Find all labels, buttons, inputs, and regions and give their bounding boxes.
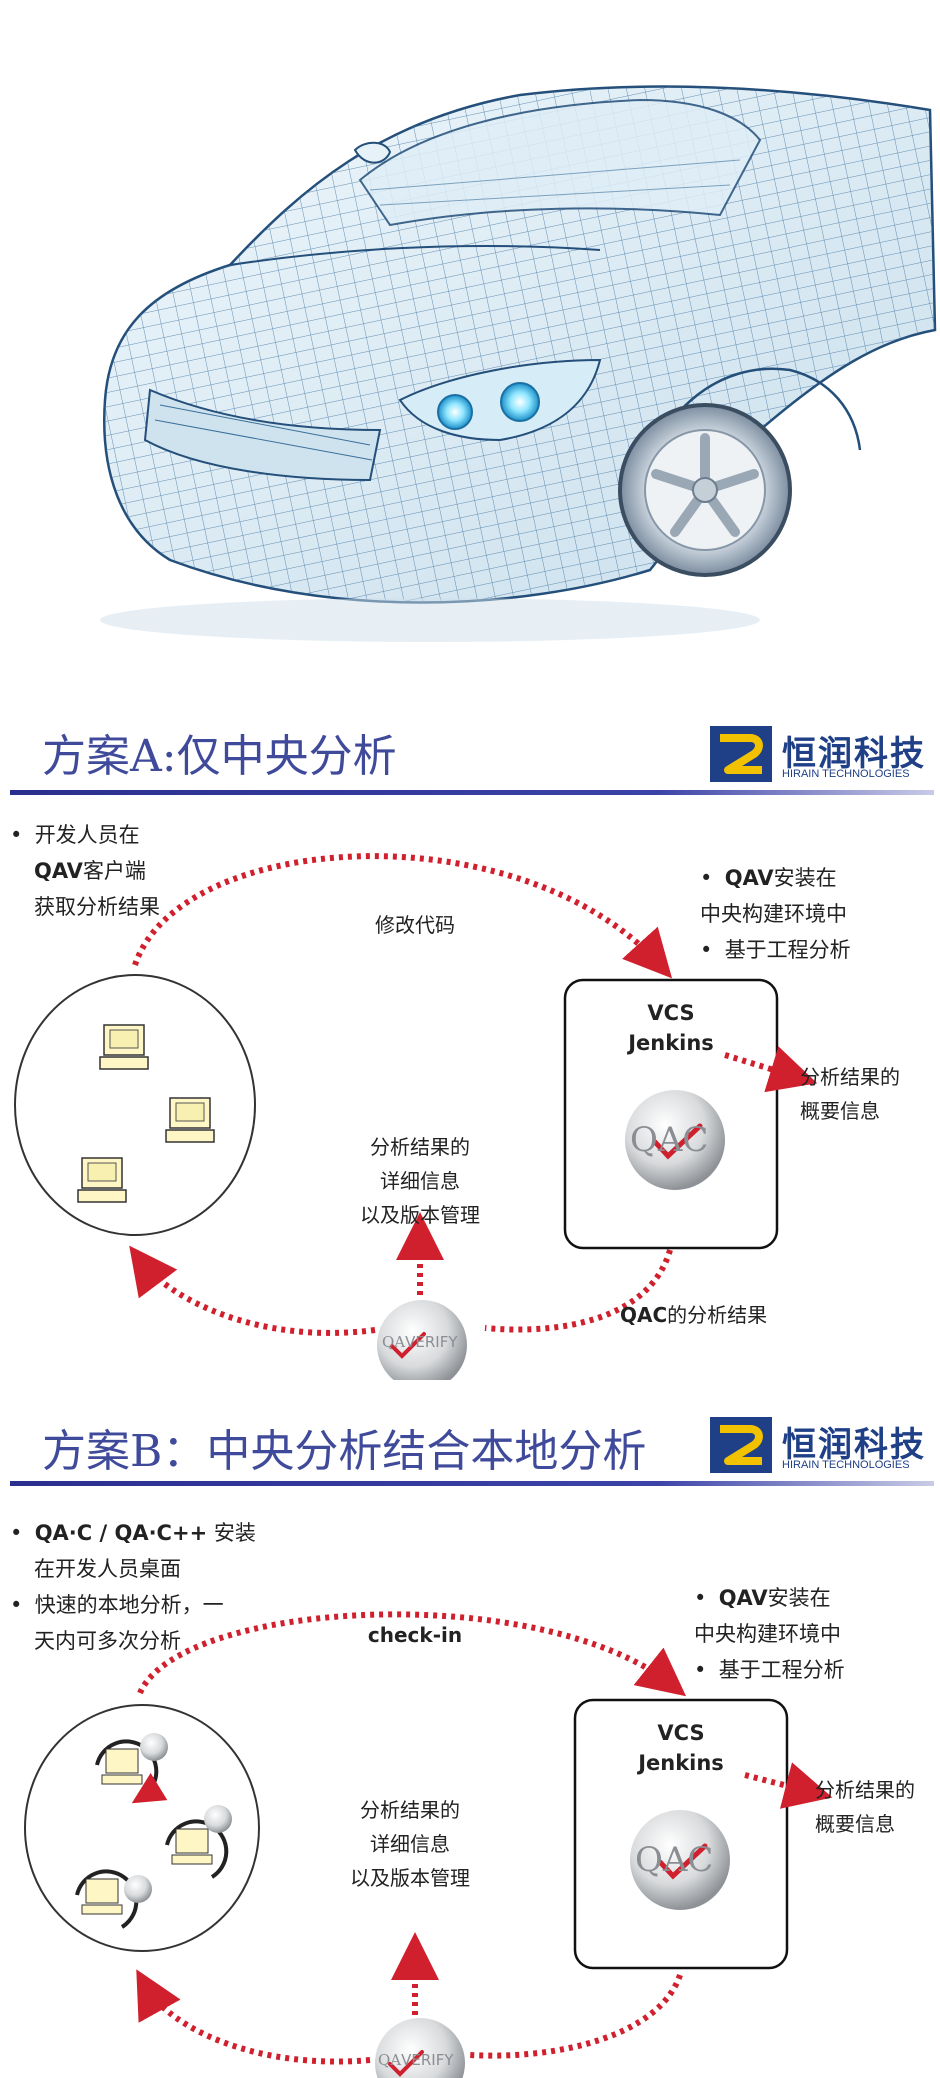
verify-word: VERIFY [401,2051,454,2069]
title-rule [10,1481,934,1486]
slide-a: 方案A:仅中央分析 恒润科技 HIRAIN TECHNOLOGIES • 开发人… [0,680,940,1380]
bullet-bold: QAV [34,859,83,883]
jenkins-label: Jenkins [638,1751,724,1775]
qac-logo-text: QAC [635,1840,714,1880]
qac-result-rest: 的分析结果 [667,1303,768,1327]
bullet-line: 基于工程分析 [718,1658,845,1682]
bullet-bold: QAV [724,866,774,890]
verify-logo-ball [377,1300,467,1380]
summary-label: 分析结果的 概要信息 [800,1060,900,1128]
slide-b-diagram [24,1611,833,2078]
verify-logo-text: QAVERIFY [378,2051,454,2069]
summary-line: 分析结果的 [800,1065,900,1089]
bullet-bold: QAV [718,1586,768,1610]
developer-group-circle [14,974,256,1236]
detail-to-developer-arrow [136,1969,371,2065]
detail-line: 以及版本管理 [360,1203,480,1227]
logo-chinese-name: 恒润科技 [782,734,926,774]
local-analysis-unit [75,1869,152,1929]
left-bullet: • 开发人员在 QAV客户端 获取分析结果 [10,817,160,925]
vcs-label: VCS [657,1721,705,1745]
verify-logo-text: QAVERIFY [382,1333,458,1351]
bullet-line: 天内可多次分析 [34,1629,181,1653]
logo-chinese-name: 恒润科技 [782,1425,926,1465]
summary-line: 概要信息 [815,1812,895,1836]
right-bullets: • QAV安装在 中央构建环境中 • 基于工程分析 [700,866,851,962]
summary-label: 分析结果的 概要信息 [815,1773,915,1841]
detail-line: 以及版本管理 [350,1866,470,1890]
verify-word: VERIFY [405,1333,458,1351]
bullet-line: 中央构建环境中 [694,1622,841,1646]
wireframe-car-illustration [100,85,937,642]
local-analysis-unit [165,1805,232,1879]
detail-label: 分析结果的 详细信息 以及版本管理 [345,1130,495,1232]
detail-line: 详细信息 [370,1832,450,1856]
summary-line: 分析结果的 [815,1778,915,1802]
computer-icon [165,1097,215,1143]
verify-logo-ball [375,2018,465,2078]
slide-a-diagram [14,853,818,1380]
qac-logo-text: QAC [630,1120,709,1160]
bullet-line: 在开发人员桌面 [34,1557,181,1581]
bullet-line: 客户端 [82,859,146,883]
qac-bold: QAC [620,1303,668,1327]
detail-to-developer-arrow [129,1245,376,1336]
bullet-line: 获取分析结果 [34,895,160,919]
qac-result-label: QAC的分析结果 [620,1298,767,1332]
check-in-arrow [137,1611,687,1697]
developer-group-circle [24,1704,260,1952]
detail-line: 分析结果的 [360,1798,460,1822]
qac-logo-ball [625,1090,725,1190]
summary-arrow [724,1046,818,1093]
local-analysis-unit [95,1733,168,1804]
verify-qa: QA [382,1333,406,1351]
bullet-line: 安装 [207,1521,256,1545]
title-rule [10,790,934,795]
detail-line: 分析结果的 [370,1135,470,1159]
detail-label: 分析结果的 详细信息 以及版本管理 [335,1793,485,1895]
computer-icon [77,1157,127,1203]
jenkins-label: Jenkins [628,1031,714,1055]
qac-result-arrow [469,1974,683,2059]
logo-english-name: HIRAIN TECHNOLOGIES [782,1459,910,1471]
verify-qa: QA [378,2051,402,2069]
bullet-bold: QA·C / QA·C++ [34,1521,208,1545]
left-bullets: • QA·C / QA·C++ 安装 在开发人员桌面 • 快速的本地分析，一 天… [10,1515,256,1659]
vcs-label: VCS [647,1001,695,1025]
company-logo: 恒润科技 HIRAIN TECHNOLOGIES [710,726,935,782]
check-in-label: check-in [367,1623,463,1647]
server-label: VCS Jenkins [575,1718,787,1778]
slide-a-title: 方案A:仅中央分析 [42,731,397,782]
bullet-line: 安装在 [767,1586,831,1610]
bullet-line: 中央构建环境中 [700,902,847,926]
edit-code-label: 修改代码 [375,913,455,937]
qac-logo-ball [630,1810,730,1910]
bullet-line: 快速的本地分析，一 [34,1593,224,1617]
bullet-line: 开发人员在 [34,823,140,847]
slide-b-title: 方案B：中央分析结合本地分析 [42,1426,647,1477]
detail-line: 详细信息 [380,1169,460,1193]
hirain-logo-icon [710,1417,772,1473]
right-bullets: • QAV安装在 中央构建环境中 • 基于工程分析 [694,1586,845,1682]
bullet-line: 基于工程分析 [724,938,851,962]
summary-line: 概要信息 [800,1099,880,1123]
slide-b: 方案B：中央分析结合本地分析 恒润科技 HIRAIN TECHNOLOGIES … [0,1375,940,2078]
bullet-line: 安装在 [773,866,837,890]
server-label: VCS Jenkins [565,998,777,1058]
company-logo: 恒润科技 HIRAIN TECHNOLOGIES [710,1417,935,1473]
hirain-logo-icon [710,726,772,782]
computer-icon [99,1024,149,1070]
logo-english-name: HIRAIN TECHNOLOGIES [782,768,910,780]
summary-arrow [744,1762,833,1809]
